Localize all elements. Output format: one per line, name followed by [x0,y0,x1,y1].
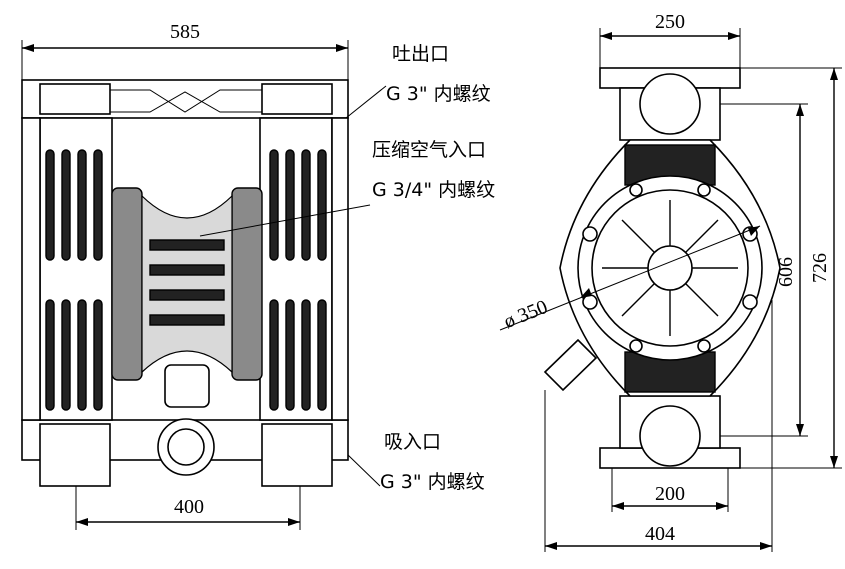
fin [301,299,311,411]
dim-arrow [612,502,624,510]
front-view: 585 400 [21,21,387,530]
air-leader [199,204,371,237]
bolt [629,339,643,353]
top-manifold-rib [110,89,262,113]
dim-top-width-text: 250 [655,11,685,33]
dim-arrow [600,32,612,40]
outlet-leader [345,85,387,119]
muffler [164,364,210,408]
dim-arrow [76,518,88,526]
center-rib [149,314,225,326]
dim-arrow [336,44,348,52]
inlet-leader [347,454,381,487]
right-tie-rod [331,117,349,421]
bolt [582,226,598,242]
fin [285,299,295,411]
right-fins [269,149,327,411]
dim-arrow [830,456,838,468]
dim-arrow [716,502,728,510]
inlet-label: 吸入口 [384,431,441,453]
bottom-right-port-block [261,423,333,487]
dim-diameter-text: ø 350 [501,296,551,333]
fin [317,299,327,411]
dim-arrow [545,542,557,550]
dim-overall-height-text: 726 [809,253,831,283]
fin [269,149,279,261]
outlet-thread-label: G 3" 内螺纹 [386,83,491,105]
fin [317,149,327,261]
dim-arrow [796,424,804,436]
side-bottom-port [639,405,701,467]
bolt [697,183,711,197]
inlet-thread-label: G 3" 内螺纹 [380,471,485,493]
dim-arrow [830,68,838,80]
fin [269,299,279,411]
side-view: 250 200 404 606 726 ø 350 [499,11,842,552]
bolt [697,339,711,353]
fin [93,149,103,261]
air-thread-label: G 3/4" 内螺纹 [372,179,495,201]
dim-arrow [760,542,772,550]
fin [301,149,311,261]
dim-arrow [728,32,740,40]
fin [45,299,55,411]
dim-line-diameter [499,225,761,331]
right-diaphragm-cover [231,187,263,381]
dim-arrow [748,226,760,236]
left-tie-rod [21,117,41,421]
dim-arrow [288,518,300,526]
air-fitting [543,338,598,392]
bottom-left-port-block [39,423,111,487]
dim-base-width-text: 404 [645,523,675,545]
bolt [742,294,758,310]
dim-arrow [796,104,804,116]
top-right-port-block [261,83,333,115]
fin [61,149,71,261]
side-top-port [639,73,701,135]
center-section [141,194,233,374]
fin [61,299,71,411]
fin [77,149,87,261]
inlet-port-bore [167,428,205,466]
left-fins [45,149,103,411]
center-hub [647,245,693,291]
fin [45,149,55,261]
dim-arrow [580,288,592,298]
bolt [629,183,643,197]
fin [285,149,295,261]
outlet-label: 吐出口 [392,43,449,65]
top-manifold-rib-lower [110,91,262,113]
top-left-port-block [39,83,111,115]
air-inlet-label: 压缩空气入口 [372,139,486,161]
dim-width-text: 585 [170,21,200,43]
fin [93,299,103,411]
dim-port-center-text: 606 [775,257,797,287]
left-diaphragm-cover [111,187,143,381]
center-rib [149,264,225,276]
dim-base-text: 400 [174,496,204,518]
dim-arrow [22,44,34,52]
fin [77,299,87,411]
center-rib [149,289,225,301]
dim-bottom-flange-text: 200 [655,483,685,505]
center-rib [149,239,225,251]
